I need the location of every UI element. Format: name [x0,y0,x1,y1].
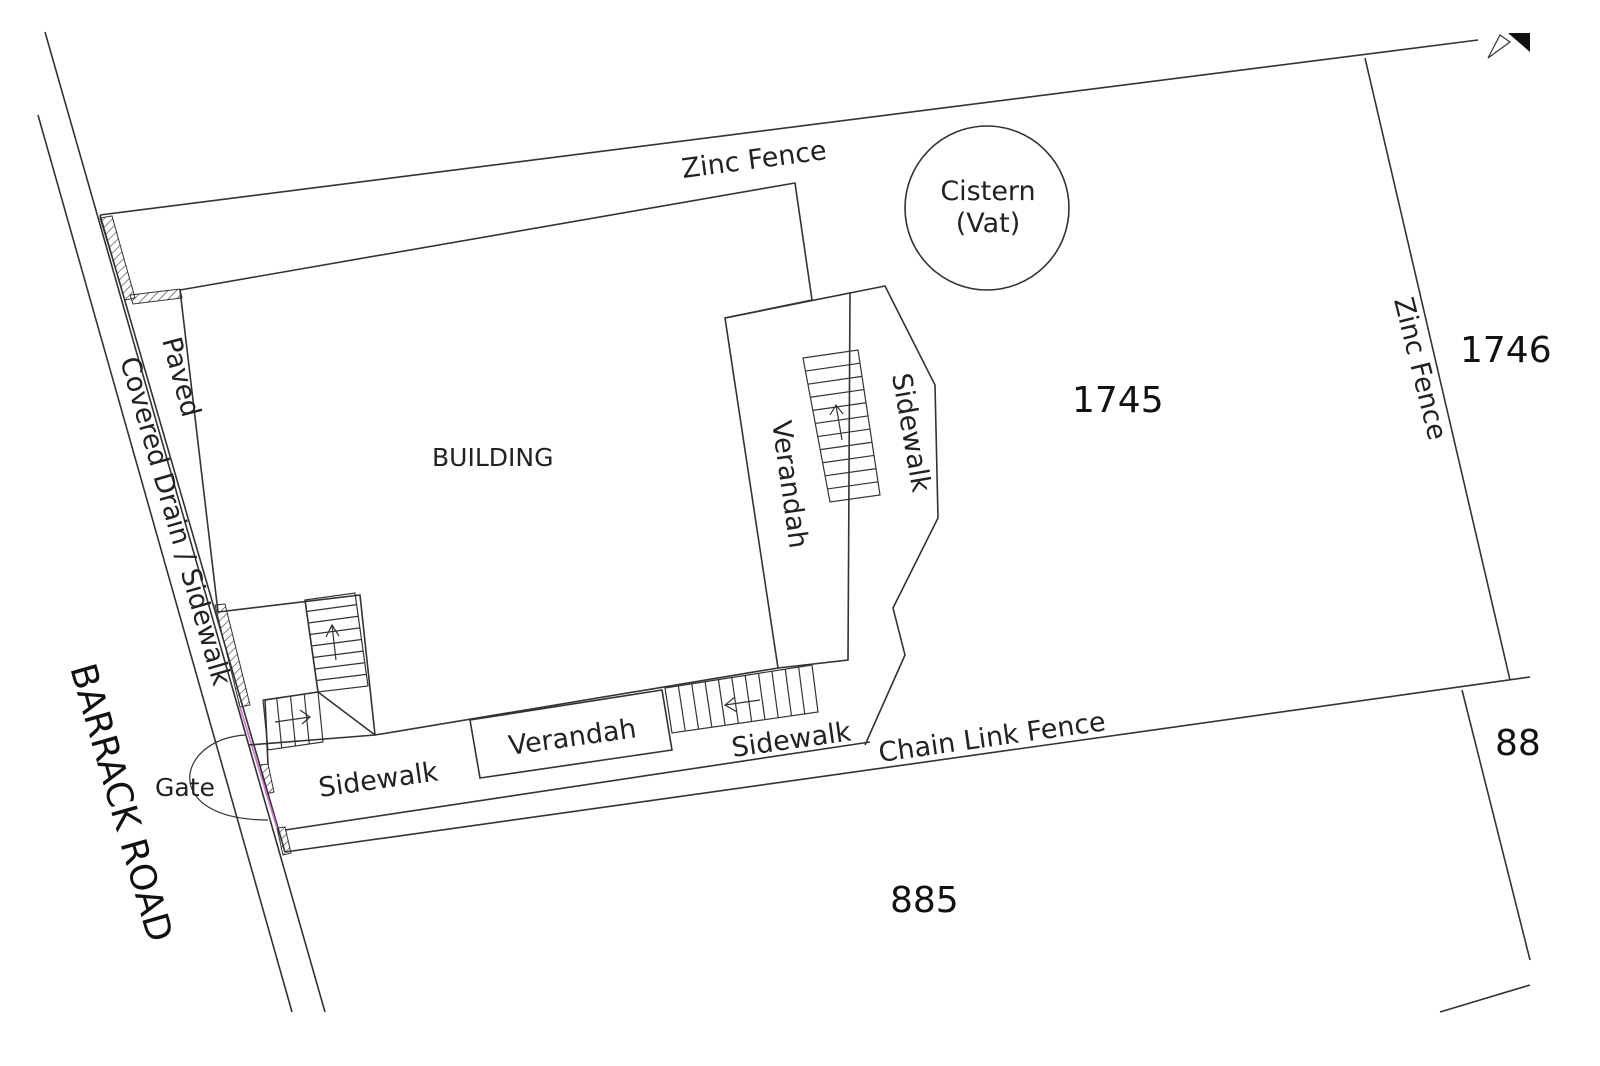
stair-tread [798,667,806,714]
stair-tread [784,669,793,716]
stair-tread [822,454,875,464]
sidewalk-bottom-left-label: Sidewalk [317,756,441,803]
stair-tread [311,638,362,647]
chain-link-fence-line [284,676,1531,853]
hatched-wall-paved [129,288,183,305]
stair-tread [691,683,700,730]
hatched-corner-post [276,826,292,856]
stair-tread [731,677,739,724]
gate-label: Gate [155,773,215,802]
gate-swing-arc[interactable] [189,734,269,821]
cistern-label: Cistern [940,176,1035,207]
stair-tread [805,362,861,372]
stair-tread [757,673,766,720]
road-name-label: BARRACK ROAD [61,659,180,946]
north-arrow-fill-icon [1508,33,1530,52]
stair-arrow-icon [829,403,844,441]
sidewalk-right-outline [849,285,939,746]
zinc-fence-top-line [99,39,1479,216]
stairs-right [802,349,881,503]
sidewalk-right-label: Sidewalk [885,371,936,495]
cistern-vat-label: (Vat) [956,208,1021,239]
stair-tread [810,388,865,398]
verandah-right-outline [724,292,851,669]
verandah-bottom-label: Verandah [507,713,639,762]
paved-label: Paved [155,334,206,421]
zinc-fence-top-label: Zinc Fence [680,135,829,185]
stair-tread [812,402,867,411]
lot-885-right-line [1461,689,1531,961]
stair-tread [807,375,863,385]
stair-tread [817,428,871,438]
stair-tread [717,679,726,726]
lot-1746-label: 1746 [1460,330,1552,371]
cistern-circle [904,125,1070,291]
stair-tread [820,441,873,451]
lot-88x-label: 88 [1495,723,1541,764]
lot-885-label: 885 [890,880,959,921]
lot-885-bottom-line [1439,984,1531,1013]
stair-tread [744,675,753,722]
road-edge-outer [37,114,293,1013]
stair-tread [815,415,869,425]
stair-arrow-icon [274,709,311,725]
stair-tread [303,693,310,745]
stair-tread [827,481,879,490]
zinc-fence-right-label: Zinc Fence [1387,294,1452,443]
stair-tread [704,681,713,728]
stair-arrow-icon [723,696,761,713]
stair-tread [316,673,367,682]
lot-1745-label: 1745 [1072,380,1164,421]
stair-tread [308,615,359,624]
stair-tread [314,662,365,670]
verandah-right-label: Verandah [765,419,814,551]
sidewalk-bottom-right-label: Sidewalk [730,716,854,763]
stairs-annex-up [304,592,369,693]
chain-link-fence-label: Chain Link Fence [877,706,1108,769]
gate-line [239,706,278,829]
stair-tread [289,695,297,747]
stair-tread [313,650,364,659]
stairs-annex-side [262,691,324,751]
stair-arrow-icon [325,623,340,661]
stair-tread [771,671,779,718]
stair-tread [677,685,686,732]
zinc-fence-right-line [1364,57,1511,681]
property-front-line [99,214,286,853]
stairs-bottom [664,664,819,734]
stair-tread [309,627,360,636]
road-edge-inner [44,31,326,1013]
stair-tread [825,468,877,477]
hatched-wall-front [214,603,251,708]
stair-tread [306,604,357,613]
north-arrow-icon [1487,34,1512,59]
sidewalk-lower-outline [247,699,871,831]
stair-tread [276,697,283,749]
verandah-bottom-outline [469,689,673,779]
building-label: BUILDING [432,443,553,472]
